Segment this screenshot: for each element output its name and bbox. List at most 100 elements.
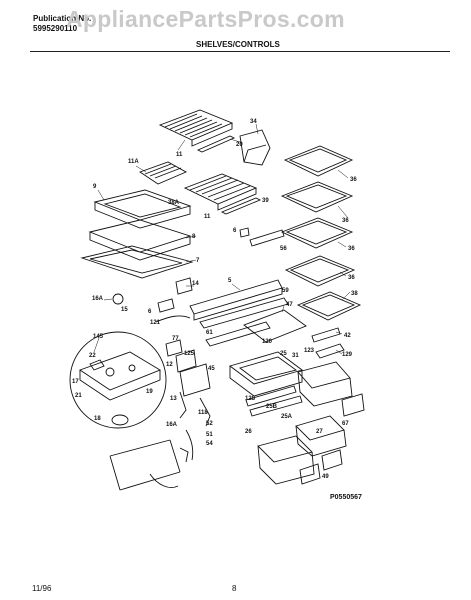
callout: 77: [172, 336, 179, 342]
callout: 11: [204, 214, 211, 220]
shelf-pan-8: [88, 219, 192, 261]
callout: 54: [206, 441, 213, 447]
capillary-121: [155, 315, 191, 323]
callout: 38: [351, 291, 358, 297]
callout: 22: [89, 353, 96, 359]
callout: 56: [280, 246, 287, 252]
rail-20: [196, 135, 236, 153]
callout: 13: [170, 396, 177, 402]
housing-45: [179, 363, 211, 397]
callout: 5: [228, 278, 232, 284]
wire-shelf-11-upper: [158, 109, 234, 147]
callout: 21: [75, 393, 82, 399]
callout: 6: [233, 228, 237, 234]
callout: 25: [280, 351, 287, 357]
detail-circle-145: [69, 331, 167, 429]
callout: 6: [148, 309, 152, 315]
rail-42: [311, 327, 341, 343]
damper-125: [175, 349, 197, 373]
callout: 36: [348, 246, 355, 252]
shelf-pan-9: [93, 189, 192, 229]
thermostat-77: [165, 339, 183, 357]
callout: 39: [262, 198, 269, 204]
wire-shelf-11-lower: [183, 173, 258, 211]
callout: 27: [316, 429, 323, 435]
callout: 123: [304, 348, 315, 354]
page-number: 8: [232, 584, 237, 593]
bracket-56: [249, 229, 285, 247]
callout: 11A: [128, 159, 139, 165]
drawer-front-49: [321, 449, 343, 471]
callout: 36: [350, 177, 357, 183]
rail-129: [315, 343, 345, 359]
publication-label: Publication No.: [33, 14, 92, 23]
callout-labels: 34 11 20 11A 9 36 38A 11 39 36 6 8 36 56…: [72, 119, 358, 480]
callout: 36: [348, 275, 355, 281]
crisper-bin-34: [239, 129, 271, 166]
drawer-26: [257, 435, 315, 485]
wire-shelf-11A: [139, 161, 188, 185]
callout: 121: [150, 320, 161, 326]
knob-15: [112, 293, 124, 305]
callout: 125: [184, 351, 195, 357]
callout: 120: [262, 339, 273, 345]
callout: 17: [72, 379, 79, 385]
callout: 47: [286, 302, 293, 308]
callout: 31: [292, 353, 299, 359]
cabinet-corner: [109, 439, 181, 491]
callout: 7: [196, 258, 200, 264]
callout: 61: [206, 330, 213, 336]
callout: 49: [322, 474, 329, 480]
wire-harness: [149, 473, 179, 488]
rail-25B: [245, 385, 297, 407]
callout: 18: [94, 416, 101, 422]
callout: 52: [206, 421, 213, 427]
publication-number: 5995290110: [33, 24, 78, 33]
callout: 16A: [166, 422, 178, 428]
callout: 19: [146, 389, 153, 395]
footer-date: 11/96: [32, 584, 52, 593]
section-title: SHELVES/CONTROLS: [196, 40, 280, 49]
callout: 11: [176, 152, 183, 158]
callout: 16A: [92, 296, 104, 302]
tube-54: [179, 447, 189, 463]
rail-39: [220, 197, 262, 215]
callout: 8: [192, 234, 196, 240]
leader-lines: [93, 123, 351, 355]
callout: 38A: [168, 200, 180, 206]
callout: 145: [93, 334, 104, 340]
diagram-artwork: [69, 109, 365, 491]
drawer-front-67: [341, 393, 365, 417]
drawer-27-right: [297, 361, 353, 407]
callout: 42: [344, 333, 351, 339]
duct-52: [185, 429, 194, 461]
rail-5: [189, 279, 283, 321]
drawer-front-49b: [299, 463, 321, 485]
header-divider: [30, 51, 450, 52]
callout: 45: [208, 366, 215, 372]
callout: 25A: [281, 414, 293, 420]
callout: 59: [282, 288, 289, 294]
callout: 51: [206, 432, 213, 438]
callout: 36: [342, 218, 349, 224]
callout: 118: [198, 410, 208, 416]
callout: 34: [250, 119, 257, 125]
watermark: AppliancePartsPros.com: [66, 6, 345, 32]
callout: 129: [342, 352, 353, 358]
crisper-frame-25: [229, 351, 303, 397]
callout: 15: [121, 307, 128, 313]
duct-118: [199, 397, 211, 427]
callout: 67: [342, 421, 349, 427]
callout: 25B: [266, 404, 278, 410]
callout: 14: [192, 281, 199, 287]
figure-id: P0550567: [330, 494, 362, 501]
drawer-27-lower: [295, 415, 347, 457]
clip-6-upper: [239, 227, 250, 238]
rail-25A: [249, 395, 303, 417]
shelf-frame-7: [80, 245, 194, 279]
duct-13: [179, 391, 187, 419]
callout: 9: [93, 184, 97, 190]
callout: 26: [245, 429, 252, 435]
callout: 128: [245, 396, 256, 402]
